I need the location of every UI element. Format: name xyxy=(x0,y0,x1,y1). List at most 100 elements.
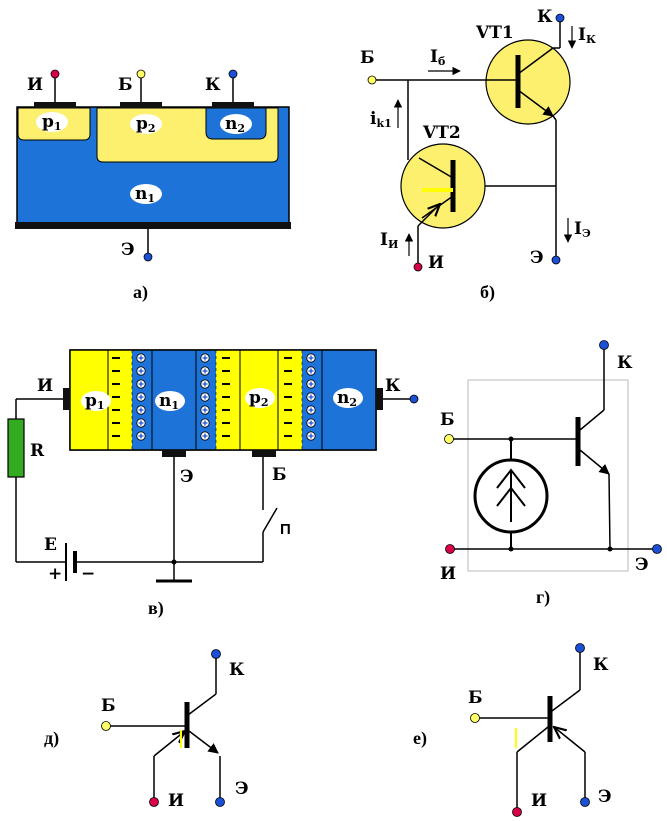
positive-charge-sign xyxy=(138,394,144,400)
terminal-k-dot xyxy=(409,394,419,404)
negative-charge xyxy=(284,409,292,411)
panel-d-symbol: Б К И Э д) xyxy=(44,649,249,811)
label-e-source: E xyxy=(44,535,57,555)
negative-charge xyxy=(112,435,120,437)
region-n2-label: n2 xyxy=(337,388,357,409)
positive-charge-sign xyxy=(202,355,208,361)
positive-charge-sign xyxy=(138,433,144,439)
negative-charge xyxy=(222,357,230,359)
terminal-b-dot xyxy=(444,434,454,444)
region-n1-label: n1 xyxy=(159,391,179,412)
contact-k xyxy=(212,102,254,108)
bottom-contact xyxy=(15,222,291,229)
caption-d: д) xyxy=(44,728,59,749)
label-k: К xyxy=(593,655,609,675)
positive-charge-sign xyxy=(202,420,208,426)
label-switch: П xyxy=(280,521,291,538)
terminal-e-dot xyxy=(143,252,153,262)
region-n2-label: n2 xyxy=(225,114,245,135)
positive-charge-sign xyxy=(202,394,208,400)
positive-charge-sign xyxy=(202,433,208,439)
label-k: К xyxy=(537,7,553,27)
label-b: Б xyxy=(118,75,133,95)
panel-g-symbol: К Б И Э г) xyxy=(440,340,662,608)
negative-charge xyxy=(284,435,292,437)
label-b: Б xyxy=(360,48,375,68)
panel-a-structure: И Б К Э p1 p2 n2 n1 а) xyxy=(15,69,291,303)
positive-charge-sign xyxy=(138,407,144,413)
terminal-k-dot xyxy=(575,643,585,653)
label-e: Э xyxy=(235,779,249,799)
label-k: К xyxy=(229,660,245,680)
resistor-r xyxy=(7,418,25,478)
transistor-vt1 xyxy=(485,39,571,125)
terminal-k-dot xyxy=(228,69,238,79)
positive-charge-sign xyxy=(202,368,208,374)
negative-charge xyxy=(112,357,120,359)
terminal-k-dot xyxy=(555,13,565,23)
terminal-i-dot xyxy=(149,797,159,807)
caption-a: а) xyxy=(133,282,148,303)
label-e: Э xyxy=(530,248,544,268)
negative-charge xyxy=(112,370,120,372)
positive-charge-sign xyxy=(308,355,314,361)
negative-charge xyxy=(284,422,292,424)
terminal-e-dot xyxy=(551,255,561,265)
label-e: Э xyxy=(598,787,612,807)
positive-charge-sign xyxy=(202,381,208,387)
switch-p xyxy=(262,507,278,533)
positive-charge-sign xyxy=(308,420,314,426)
positive-charge-sign xyxy=(308,394,314,400)
positive-charge-sign xyxy=(308,368,314,374)
terminal-b-dot xyxy=(101,721,111,731)
positive-charge-sign xyxy=(138,368,144,374)
terminal-b-dot xyxy=(470,713,480,723)
negative-charge xyxy=(112,409,120,411)
label-i: И xyxy=(428,253,444,273)
label-r: R xyxy=(30,441,45,461)
positive-charge-sign xyxy=(308,381,314,387)
negative-charge xyxy=(284,370,292,372)
caption-v: в) xyxy=(148,598,164,619)
positive-charge-sign xyxy=(202,407,208,413)
negative-charge xyxy=(222,422,230,424)
label-vt2: VT2 xyxy=(422,123,461,143)
positive-charge-sign xyxy=(138,420,144,426)
contact-i xyxy=(34,102,76,108)
negative-charge xyxy=(284,383,292,385)
label-i: И xyxy=(168,791,184,811)
negative-charge xyxy=(222,396,230,398)
negative-charge xyxy=(112,422,120,424)
negative-charge xyxy=(284,357,292,359)
label-plus: + xyxy=(48,564,62,584)
label-k: К xyxy=(617,353,633,373)
positive-charge-sign xyxy=(138,381,144,387)
contact-b xyxy=(120,102,162,108)
negative-charge xyxy=(222,383,230,385)
label-e: Э xyxy=(180,467,194,487)
label-k: К xyxy=(385,376,401,396)
positive-charge-sign xyxy=(308,433,314,439)
caption-g: г) xyxy=(536,587,550,608)
current-ib: Iб xyxy=(430,47,445,68)
current-ie: IЭ xyxy=(574,219,591,240)
terminal-i-dot xyxy=(445,544,455,554)
terminal-k-dot xyxy=(599,340,609,350)
negative-charge xyxy=(222,409,230,411)
positive-charge-sign xyxy=(138,355,144,361)
space-charges xyxy=(112,353,316,441)
terminal-i-dot xyxy=(50,69,60,79)
label-b: Б xyxy=(101,696,116,716)
caption-e: е) xyxy=(413,728,427,749)
negative-charge xyxy=(112,383,120,385)
symbol-frame xyxy=(467,379,629,572)
terminal-e-dot xyxy=(652,544,662,554)
negative-charge xyxy=(222,435,230,437)
positive-charge-sign xyxy=(308,407,314,413)
terminal-i-dot xyxy=(413,262,423,272)
label-b: Б xyxy=(440,410,455,430)
negative-charge xyxy=(284,396,292,398)
label-k: К xyxy=(205,75,221,95)
negative-charge xyxy=(112,396,120,398)
